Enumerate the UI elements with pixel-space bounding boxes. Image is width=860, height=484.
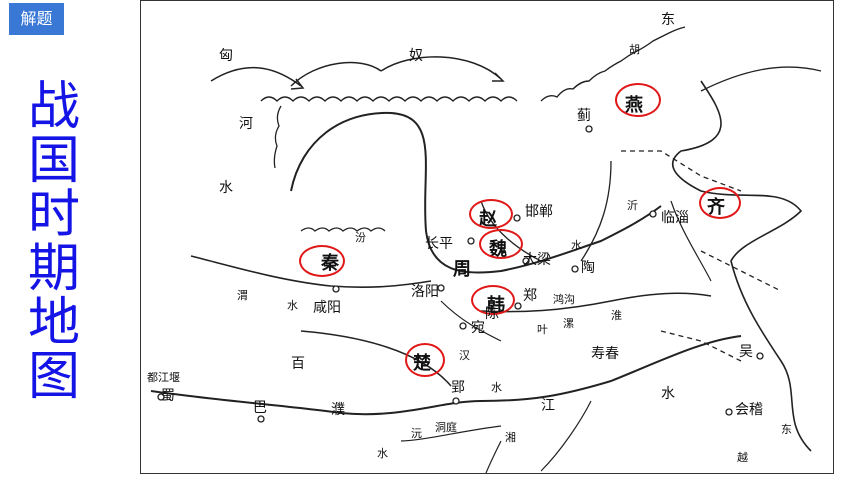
title-char: 国	[27, 131, 80, 191]
state-qi-circle	[699, 187, 741, 219]
coastline	[672, 80, 812, 452]
han-river	[300, 330, 452, 387]
state-wei-circle	[479, 229, 523, 259]
great-wall-east	[540, 26, 686, 102]
city-zheng: 郑	[523, 288, 537, 304]
region-shui: 水	[219, 180, 233, 196]
city-shu: 蜀	[161, 388, 175, 404]
city-chen: 陈	[485, 306, 499, 322]
region-bai: 百	[291, 356, 305, 372]
city-ying: 郢	[451, 380, 465, 396]
region-nu: 奴	[409, 48, 423, 64]
page-title: 战 国 时 期 地 图	[22, 80, 86, 404]
title-char: 战	[27, 77, 80, 137]
river-shui-5: 水	[491, 381, 502, 394]
region-dong-2: 东	[781, 423, 792, 436]
great-wall-west	[273, 105, 386, 232]
region-hu: 胡	[629, 43, 640, 56]
title-char: 期	[27, 239, 80, 299]
city-wu: 吴	[739, 344, 753, 360]
city-xianyang: 咸阳	[313, 300, 341, 316]
region-xiong: 匈	[219, 48, 233, 64]
huai-river	[480, 292, 712, 313]
region-he: 河	[239, 116, 253, 132]
state-qin-circle	[299, 245, 345, 277]
city-luoyang: 洛阳	[411, 284, 439, 300]
river-wei: 渭	[237, 289, 248, 302]
region-dong: 东	[661, 12, 675, 28]
city-ji: 蓟	[577, 108, 591, 124]
river-yi: 沂	[627, 199, 638, 212]
region-yue: 越	[737, 451, 748, 464]
river-luo: 漯	[563, 317, 574, 330]
state-zhou: 周	[453, 259, 471, 280]
warring-states-map: 匈 奴 东 胡 河 水 百 濮 越 东 燕 赵 魏 齐 秦 周 韩 楚 蓟 邯郸…	[140, 0, 834, 474]
state-chu-circle	[405, 343, 445, 377]
state-zhao-circle	[469, 199, 513, 229]
city-wan: 宛	[471, 320, 485, 336]
title-char: 图	[27, 347, 80, 407]
dujiangyan: 都江堰	[147, 371, 180, 384]
city-changping: 长平	[425, 236, 453, 252]
city-shouchun: 寿春	[591, 346, 619, 362]
river-han: 汉	[459, 349, 470, 362]
city-linzi: 临淄	[661, 210, 689, 226]
title-char: 时	[27, 185, 80, 245]
title-char: 地	[27, 293, 80, 353]
city-daliang: 大梁	[523, 252, 551, 268]
river-fen: 汾	[355, 231, 366, 244]
city-tao: 陶	[581, 260, 595, 276]
state-han-circle	[471, 285, 515, 315]
yangtze-river	[150, 335, 742, 416]
river-yuan: 沅	[411, 427, 422, 440]
yellow-river	[290, 111, 662, 274]
wei-river	[190, 255, 432, 288]
state-yan-circle	[615, 83, 661, 117]
city-ba: 巴	[253, 400, 267, 416]
river-jiang: 江	[541, 398, 555, 414]
river-ye: 叶	[537, 323, 548, 336]
great-wall-north	[260, 96, 518, 102]
river-shui-2: 水	[661, 386, 675, 402]
river-shui-4: 水	[571, 239, 582, 252]
river-shui-6: 水	[377, 447, 388, 460]
city-handan: 邯郸	[525, 204, 553, 220]
river-xiang: 湘	[505, 431, 516, 444]
lake-dongting: 洞庭	[435, 421, 457, 434]
region-pu: 濮	[331, 402, 345, 418]
solution-tag: 解题	[9, 3, 64, 35]
city-kuaiji: 会稽	[735, 402, 763, 418]
river-shui-3: 水	[287, 299, 298, 312]
canal-honggou: 鸿沟	[553, 293, 575, 306]
river-huai: 淮	[611, 309, 622, 322]
